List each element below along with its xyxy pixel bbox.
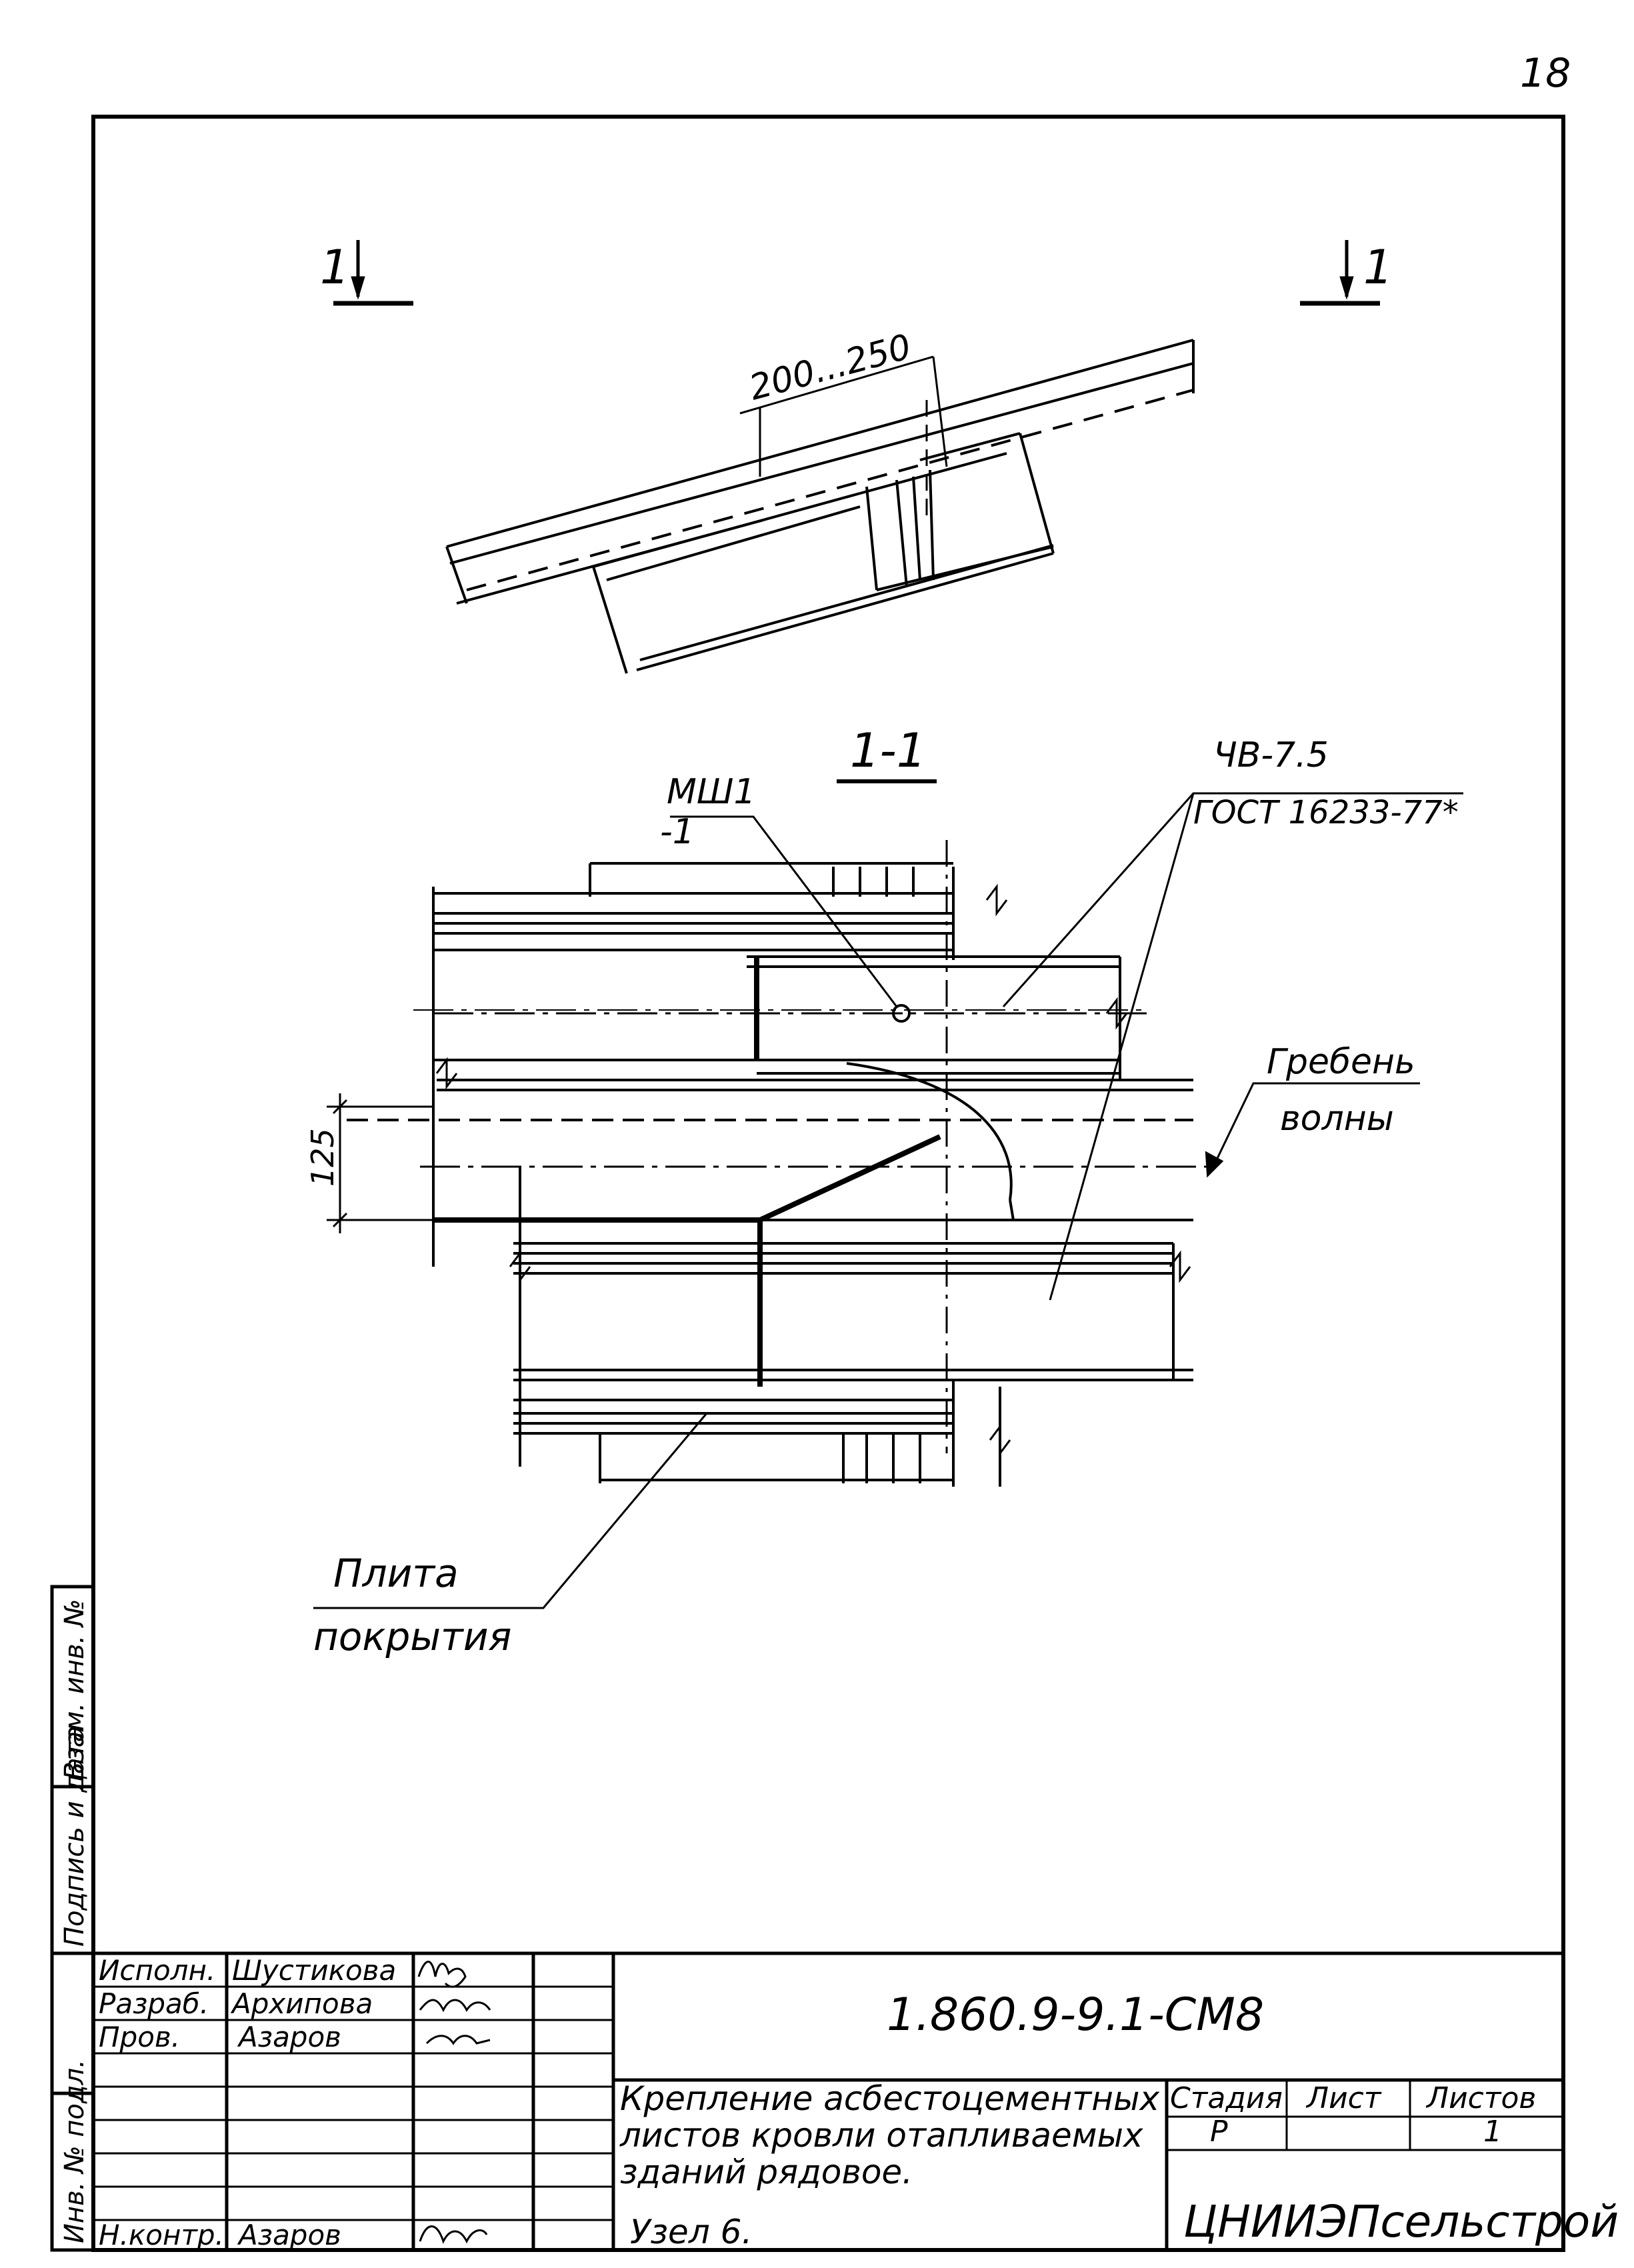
side-stamp-col3: Взам. инв. № [59, 1599, 90, 1780]
description-line2: листов кровли отапливаемых [619, 2116, 1143, 2155]
overlap-dimension [739, 355, 948, 520]
name-4: Азаров [237, 2219, 341, 2251]
sheet-header: Лист [1305, 2081, 1382, 2115]
name-1: Шустикова [232, 1954, 396, 1987]
section-title: 1-1 [850, 723, 926, 778]
dimension-height-label: 125 [305, 1128, 341, 1187]
label-crest-line2: волны [1280, 1099, 1394, 1139]
drawing-code: 1.860.9-9.1-СМ8 [887, 1989, 1264, 2041]
label-mshl: МШ1 [667, 772, 756, 812]
name-2: Архипова [230, 1987, 373, 2020]
side-stamp-col1: Инв. № подл. [59, 2059, 90, 2243]
side-stamp [50, 1585, 95, 2252]
side-stamp-col2: Подпись и дата [59, 1726, 90, 1947]
label-slab-line1: Плита [333, 1551, 459, 1596]
description-line4: Узел 6. [630, 2213, 752, 2251]
section-mark-left [333, 240, 413, 306]
section-mark-right-label: 1 [1363, 240, 1393, 295]
top-view: 1 1 [320, 240, 1393, 674]
label-crest-line1: Гребень [1267, 1042, 1415, 1082]
signatures [417, 1961, 491, 2244]
sheet-frame [91, 115, 1565, 2252]
slab-top-view [592, 432, 1055, 674]
description-line3: зданий рядовое. [620, 2153, 913, 2191]
stage-value: Р [1210, 2115, 1228, 2149]
role-4: Н.контр. [99, 2219, 224, 2251]
title-block-grid [93, 1951, 1563, 2250]
label-slab-line2: покрытия [313, 1614, 511, 1659]
page-number: 18 [1520, 50, 1571, 97]
role-2: Разраб. [99, 1987, 209, 2020]
stage-header: Стадия [1170, 2081, 1283, 2115]
label-bolt-line1: ЧВ-7.5 [1213, 735, 1329, 775]
role-1: Исполн. [99, 1954, 215, 1987]
role-3: Пров. [99, 2021, 180, 2053]
section-mark-left-label: 1 [320, 240, 350, 295]
label-bolt-line2: ГОСТ 16233-77* [1193, 794, 1459, 831]
section-mark-right [1300, 240, 1380, 306]
name-3: Азаров [237, 2021, 341, 2053]
label-mshl-sub: -1 [660, 812, 695, 852]
sheets-value: 1 [1483, 2115, 1502, 2149]
organization: ЦНИИЭПсельстрой [1183, 2196, 1619, 2247]
overlap-dimension-label: 200...250 [745, 327, 915, 408]
description-line1: Крепление асбестоцементных [620, 2079, 1159, 2118]
section-view [313, 792, 1463, 1609]
sheets-header: Листов [1425, 2081, 1536, 2115]
